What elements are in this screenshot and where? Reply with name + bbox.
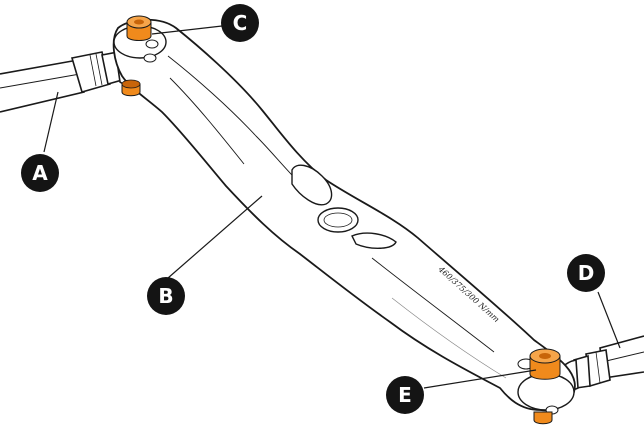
svg-text:A: A <box>32 161 48 185</box>
leader-e <box>423 369 537 389</box>
callout-a: A <box>21 154 59 192</box>
callout-e: E <box>386 376 424 414</box>
lightening-hole-lower <box>351 232 397 249</box>
leader-c <box>151 25 223 35</box>
callout-c: C <box>221 4 259 42</box>
svg-text:D: D <box>578 261 595 285</box>
callout-b: B <box>147 277 185 315</box>
svg-text:C: C <box>233 11 248 35</box>
svg-text:B: B <box>158 284 173 308</box>
lightening-hole-center <box>317 207 359 233</box>
leader-d <box>597 291 621 349</box>
callout-d: D <box>567 254 605 292</box>
fastener-e <box>517 348 575 425</box>
leader-lines <box>43 25 621 389</box>
arm-b: 460/375/300 N/mm <box>112 18 576 412</box>
leader-a <box>43 91 59 153</box>
leader-b <box>167 195 263 279</box>
lightening-hole-upper <box>291 164 333 206</box>
svg-text:E: E <box>398 383 412 407</box>
